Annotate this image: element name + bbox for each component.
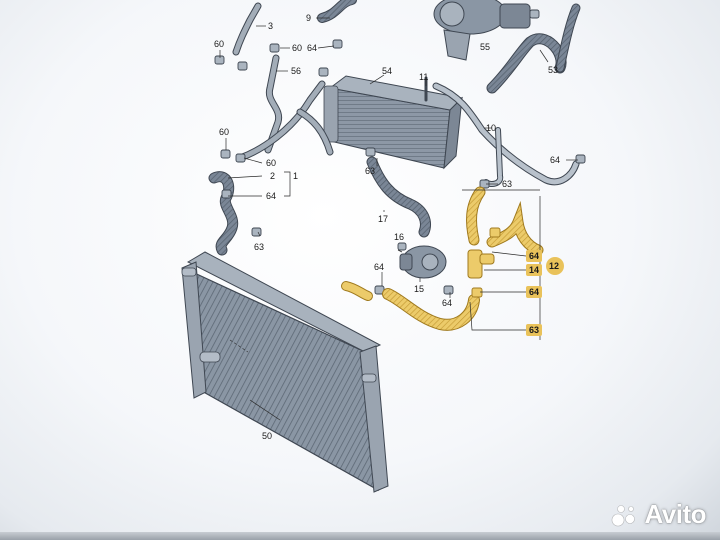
leader-lines bbox=[219, 17, 578, 421]
callout-64: 64 bbox=[307, 43, 317, 53]
callout-64: 64 bbox=[374, 262, 384, 272]
callout-60: 60 bbox=[214, 39, 224, 49]
callout-3: 3 bbox=[268, 21, 273, 31]
highlight-callout-64: 64 bbox=[529, 287, 539, 297]
bottom-toolbar-strip bbox=[0, 532, 720, 540]
callout-54: 54 bbox=[382, 66, 392, 76]
avito-watermark: Avito bbox=[610, 499, 706, 530]
highlighted-coolant-hoses bbox=[341, 186, 544, 331]
callout-63: 63 bbox=[502, 179, 512, 189]
callout-60: 60 bbox=[219, 127, 229, 137]
radiator-part bbox=[181, 251, 389, 493]
callout-9: 9 bbox=[306, 13, 311, 23]
highlight-callout-64: 64 bbox=[529, 251, 539, 261]
callout-63: 63 bbox=[254, 242, 264, 252]
callout-64: 64 bbox=[550, 155, 560, 165]
callout-60: 60 bbox=[266, 158, 276, 168]
callout-60: 60 bbox=[292, 43, 302, 53]
highlighted-callouts: 64 14 12 64 63 bbox=[526, 250, 564, 336]
callout-64: 64 bbox=[266, 191, 276, 201]
highlight-callout-14: 14 bbox=[529, 265, 539, 275]
callout-2: 2 bbox=[270, 171, 275, 181]
callout-56: 56 bbox=[291, 66, 301, 76]
hose-clamps bbox=[214, 9, 586, 295]
callout-55: 55 bbox=[480, 42, 490, 52]
callout-50: 50 bbox=[262, 431, 272, 441]
highlight-callout-12: 12 bbox=[549, 261, 559, 271]
callout-63: 63 bbox=[365, 166, 375, 176]
turbocharger-part bbox=[433, 0, 531, 61]
callout-64: 64 bbox=[442, 298, 452, 308]
avito-logo-icon bbox=[612, 504, 636, 526]
callout-10: 10 bbox=[486, 123, 496, 133]
water-pump-part bbox=[399, 245, 447, 279]
callout-15: 15 bbox=[414, 284, 424, 294]
part-callouts: 9 3 60 60 64 56 54 11 55 53 10 64 63 60 … bbox=[214, 13, 560, 441]
callout-16: 16 bbox=[394, 232, 404, 242]
highlighted-t-connector bbox=[467, 227, 501, 298]
highlight-callout-63: 63 bbox=[529, 325, 539, 335]
callout-17: 17 bbox=[378, 214, 388, 224]
callout-11: 11 bbox=[419, 72, 428, 82]
callout-53: 53 bbox=[548, 65, 558, 75]
callout-1: 1 bbox=[293, 171, 298, 181]
gray-hoses bbox=[208, 0, 581, 256]
avito-watermark-text: Avito bbox=[644, 499, 706, 529]
